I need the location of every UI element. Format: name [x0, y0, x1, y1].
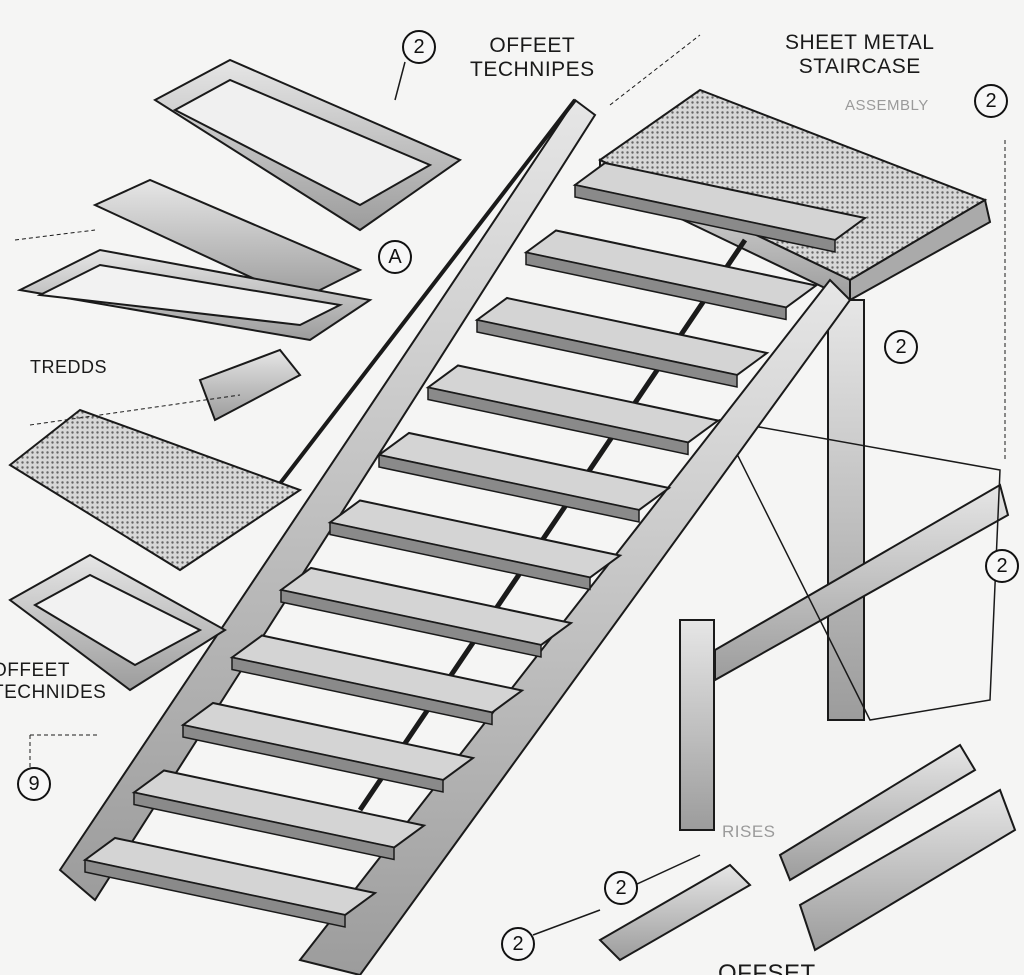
riser-part [778, 743, 977, 882]
right-stringer [298, 278, 852, 975]
callout-2: 2 [985, 549, 1019, 583]
riser-part [798, 788, 1017, 952]
tread-nosing [574, 184, 836, 253]
callout-9: 9 [17, 767, 51, 801]
tread-nosing [84, 859, 346, 928]
risers-label: RISES [722, 822, 776, 841]
mesh-tread-part [8, 408, 303, 572]
riser-part [598, 863, 752, 962]
label-line: OFFEET [489, 34, 576, 57]
tread-nosing [378, 454, 640, 523]
callout-2: 2 [402, 30, 436, 64]
tread-nosing [427, 386, 689, 456]
treads-label: TREDDS [30, 357, 108, 377]
offset-techniques-label: OFFEET TECHNIDES [0, 660, 106, 704]
tread-nosing [231, 656, 493, 726]
callout-a: A [378, 240, 412, 274]
offset-label: OFFSET [718, 960, 816, 975]
lower-frame [718, 418, 1001, 721]
drawing-title: SHEET METAL STAIRCASE [785, 31, 934, 79]
label-line: TECHNIDES [0, 682, 107, 703]
callout-2: 2 [974, 84, 1008, 118]
support-column [679, 619, 715, 831]
label-line: TECHNIPES [470, 58, 595, 81]
left-stringer [58, 98, 597, 902]
support-column [827, 299, 865, 721]
tread-part [92, 178, 363, 302]
assembly-subtitle: ASSEMBLY [845, 97, 929, 114]
cross-beam [714, 483, 1010, 682]
tread-nosing [133, 791, 395, 861]
callout-2: 2 [884, 330, 918, 364]
title-line: SHEET METAL [785, 31, 935, 54]
tread-nosing [329, 521, 591, 591]
tread-nosing [476, 319, 738, 388]
tread-part [198, 348, 302, 422]
label-line: OFFEET [0, 660, 70, 681]
tread-nosing [280, 589, 542, 658]
tread-nosing [525, 251, 787, 321]
callout-2: 2 [501, 927, 535, 961]
callout-2: 2 [604, 871, 638, 905]
tread-nosing [182, 724, 444, 793]
title-line: STAIRCASE [798, 55, 921, 78]
offset-techniques-label: OFFEET TECHNIPES [470, 34, 595, 82]
